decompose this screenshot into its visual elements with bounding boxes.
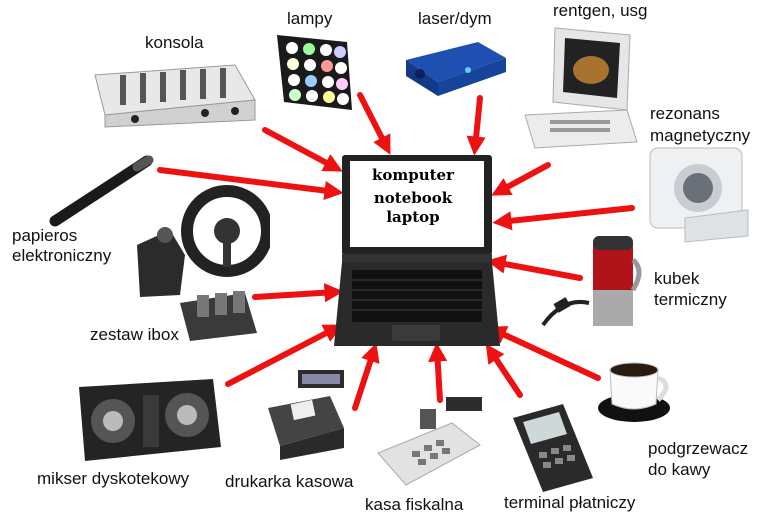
arrow-from-laser: [466, 95, 486, 156]
payment-terminal-icon: [513, 404, 593, 492]
label-mikser: mikser dyskotekowy: [37, 469, 190, 488]
label-rezonans-line1: rezonans: [650, 104, 720, 123]
center-line-notebook: notebook: [373, 189, 453, 207]
e-cigarette-icon: [49, 155, 154, 227]
ultrasound-machine-icon: [524, 27, 638, 149]
led-lamp-panel-icon: [277, 35, 352, 110]
label-terminal: terminal płatniczy: [504, 493, 636, 512]
label-konsola: konsola: [145, 33, 204, 52]
label-podgrzewacz-line1: podgrzewacz: [648, 439, 749, 458]
arrow-from-mikser: [225, 324, 343, 387]
arrow-from-papieros: [157, 167, 344, 201]
thermal-mug-icon: [541, 236, 642, 327]
racing-wheel-set-icon: [137, 185, 270, 341]
receipt-printer-icon: [268, 370, 344, 460]
label-rezonans-line2: magnetyczny: [650, 126, 751, 145]
mug-warmer-icon: [598, 362, 670, 422]
label-papieros-line1: papieros: [12, 226, 78, 245]
arrow-from-ibox: [252, 283, 344, 303]
label-kasa: kasa fiskalna: [365, 495, 464, 514]
dj-mixer-icon: [79, 379, 221, 461]
label-papieros-line2: elektroniczny: [12, 246, 112, 265]
label-laser: laser/dym: [418, 9, 492, 28]
center-line-laptop: laptop: [386, 208, 440, 226]
arrow-from-konsola: [262, 127, 343, 172]
arrow-from-terminal: [485, 343, 523, 398]
arrow-from-rezonans: [492, 205, 635, 231]
laptop-icon: [334, 155, 500, 346]
arrow-from-kubek: [486, 254, 583, 281]
center-line-komputer: komputer: [371, 166, 455, 184]
mixing-console-icon: [94, 64, 256, 128]
arrow-from-kasa: [428, 342, 448, 403]
arrow-from-rentgen: [491, 162, 551, 196]
label-ibox: zestaw ibox: [90, 325, 179, 344]
cash-register-icon: [377, 397, 482, 486]
arrow-from-podgrzewacz: [487, 326, 601, 381]
label-rentgen: rentgen, usg: [553, 1, 648, 20]
label-podgrzewacz-line2: do kawy: [648, 460, 711, 479]
label-lampy: lampy: [287, 9, 333, 28]
label-drukarka: drukarka kasowa: [225, 472, 354, 491]
laser-projector-icon: [406, 42, 506, 96]
label-kubek-line1: kubek: [654, 269, 700, 288]
label-kubek-line2: termiczny: [654, 290, 727, 309]
arrow-from-drukarka: [352, 342, 380, 411]
mri-scanner-icon: [649, 147, 749, 243]
arrow-from-lampy: [357, 92, 391, 155]
